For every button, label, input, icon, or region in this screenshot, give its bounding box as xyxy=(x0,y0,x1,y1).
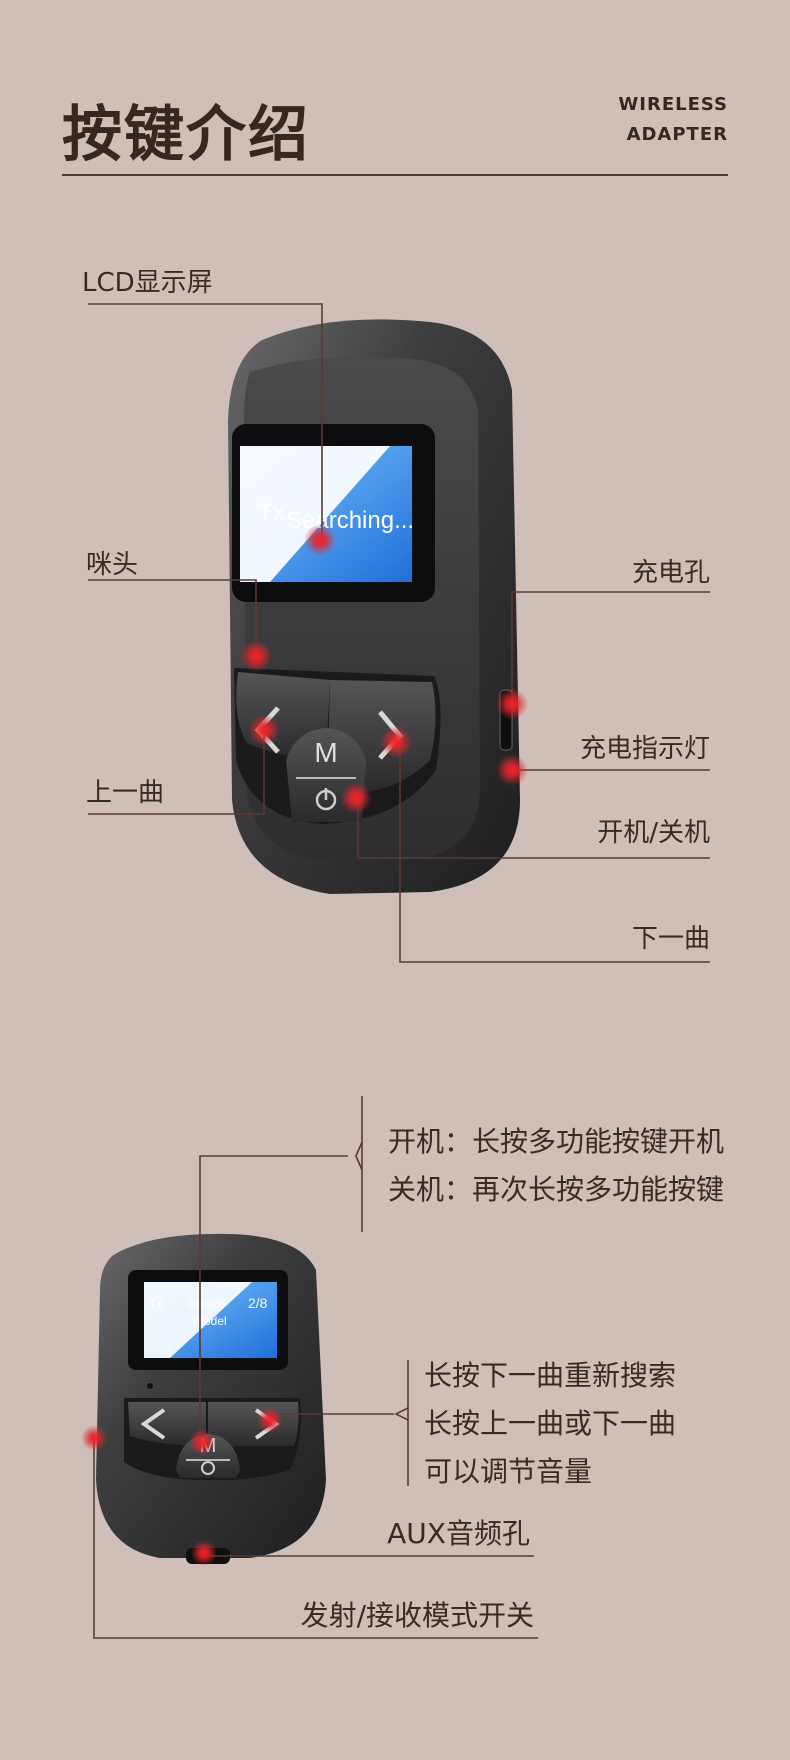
label-next-track: 下一曲 xyxy=(631,924,710,954)
label-aux-port: AUX音频孔 xyxy=(387,1517,530,1550)
track-desc-line1: 长按下一曲重新搜索 xyxy=(424,1359,677,1392)
power-on-desc: 开机：长按多功能按键开机 xyxy=(388,1125,725,1158)
label-lcd: LCD显示屏 xyxy=(82,268,213,298)
label-charge-port: 充电孔 xyxy=(631,558,710,588)
device1-screen-tx: Tx xyxy=(258,499,285,526)
device1-leader-lines xyxy=(88,303,710,963)
power-off-desc: 关机：再次长按多功能按键 xyxy=(388,1173,725,1206)
brand-line2: ADAPTER xyxy=(626,124,728,145)
label-power: 开机/关机 xyxy=(597,818,710,848)
device2-screen-tx: Tx xyxy=(148,1295,164,1311)
label-prev-track: 上一曲 xyxy=(86,778,165,808)
track-desc-line3: 可以调节音量 xyxy=(424,1455,593,1488)
track-desc-line2: 长按上一曲或下一曲 xyxy=(424,1407,677,1440)
device1-key-m: M xyxy=(314,737,337,768)
page-title: 按键介绍 xyxy=(62,100,310,170)
label-mic: 咪头 xyxy=(86,550,139,580)
track-description: 长按下一曲重新搜索 长按上一曲或下一曲 可以调节音量 xyxy=(424,1352,676,1496)
device1 xyxy=(228,319,520,894)
brand-label: WIRELESS ADAPTER xyxy=(618,90,728,150)
power-description: 开机：长按多功能按键开机 关机：再次长按多功能按键 xyxy=(388,1118,724,1214)
label-mode-switch: 发射/接收模式开关 xyxy=(300,1599,534,1632)
device2 xyxy=(96,1233,326,1564)
device2-screen-count: 2/8 xyxy=(248,1295,268,1311)
device2-markers xyxy=(81,1407,283,1566)
device2-screen-model: model xyxy=(194,1314,227,1328)
device1-screen-text: Searching... xyxy=(286,507,414,534)
device1-markers xyxy=(240,524,528,814)
brand-line1: WIRELESS xyxy=(618,94,728,115)
label-charge-led: 充电指示灯 xyxy=(579,734,710,764)
header-divider xyxy=(62,174,728,176)
device2-screen-choice: Choice xyxy=(188,1297,226,1311)
device2-leader-lines xyxy=(93,1096,538,1639)
